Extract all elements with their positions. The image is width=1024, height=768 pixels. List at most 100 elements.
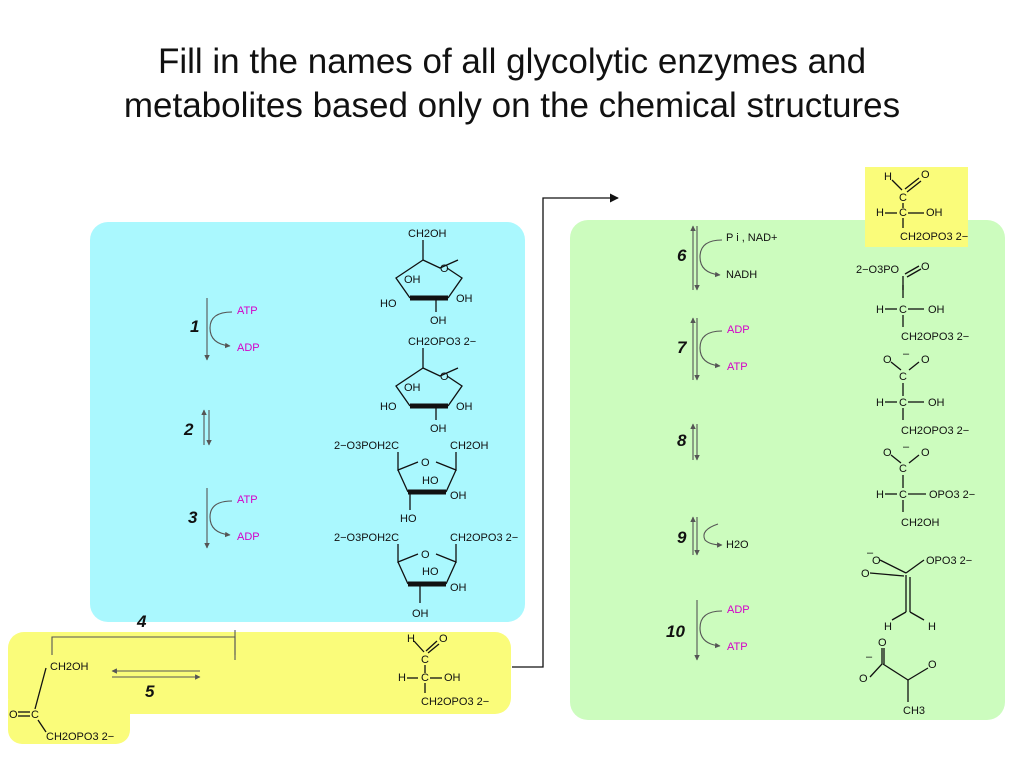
svg-text:CH2OPO3 2−: CH2OPO3 2− — [901, 425, 969, 437]
svg-text:O: O — [872, 555, 881, 567]
svg-text:OH: OH — [444, 672, 461, 684]
svg-text:–: – — [903, 348, 910, 360]
svg-text:O: O — [9, 709, 18, 721]
step-10-arrow — [694, 600, 723, 661]
svg-text:O: O — [921, 447, 930, 459]
title-line-2: metabolites based only on the chemical s… — [123, 86, 901, 125]
molecule-dihydroxyacetone-phosphate: CH2OH O C CH2OPO3 2− — [9, 661, 114, 743]
svg-text:CH2OH: CH2OH — [450, 440, 489, 452]
h2o-label: H2O — [726, 539, 749, 551]
svg-text:CH2OPO3 2−: CH2OPO3 2− — [901, 331, 969, 343]
flow-connector-arrow — [512, 193, 619, 668]
svg-text:O: O — [921, 169, 930, 181]
svg-text:H: H — [398, 672, 406, 684]
svg-text:O: O — [440, 371, 449, 383]
svg-text:–: – — [903, 441, 910, 453]
slide-title: Fill in the names of all glycolytic enzy… — [0, 40, 1024, 128]
svg-text:O: O — [859, 673, 868, 685]
step-number: 1 — [190, 317, 199, 336]
svg-text:CH2OH: CH2OH — [50, 661, 89, 673]
molecule-fructose-6-phosphate: 2−O3POH2C CH2OH O HO OH HO — [334, 440, 489, 525]
svg-text:OPO3 2−: OPO3 2− — [926, 555, 972, 567]
svg-text:C: C — [899, 397, 907, 409]
dhap-panel — [8, 700, 130, 744]
adp-label: ADP — [237, 342, 260, 354]
svg-text:H: H — [876, 489, 884, 501]
title-line-1: Fill in the names of all glycolytic enzy… — [157, 42, 867, 81]
svg-text:H: H — [884, 621, 892, 633]
svg-text:HO: HO — [400, 513, 417, 525]
atp-label: ATP — [237, 494, 258, 506]
step-number: 7 — [677, 338, 688, 357]
molecule-3-phosphoglycerate: O – O C H C OH CH2OPO3 2− — [876, 348, 969, 437]
svg-text:C: C — [899, 371, 907, 383]
svg-text:CH2OPO3 2−: CH2OPO3 2− — [900, 231, 968, 243]
molecule-gap-inset: H O C H C OH CH2OPO3 2− — [876, 169, 968, 243]
svg-text:OH: OH — [456, 401, 473, 413]
svg-text:H: H — [407, 633, 415, 645]
svg-text:O: O — [883, 447, 892, 459]
svg-text:HO: HO — [380, 401, 397, 413]
svg-text:C: C — [421, 654, 429, 666]
step-4-bracket — [51, 630, 236, 660]
svg-text:O: O — [421, 457, 430, 469]
svg-text:OH: OH — [450, 582, 467, 594]
svg-text:C: C — [899, 207, 907, 219]
svg-text:–: – — [866, 651, 873, 663]
svg-text:C: C — [899, 489, 907, 501]
molecule-fructose-1-6-bisphosphate: 2−O3POH2C CH2OPO3 2− O HO OH OH — [334, 532, 518, 620]
svg-text:OPO3 2−: OPO3 2− — [929, 489, 975, 501]
hexose-phase-panel — [90, 222, 525, 622]
svg-text:H: H — [876, 207, 884, 219]
molecule-glyceraldehyde-3-phosphate: H O C H C OH CH2OPO3 2− — [398, 633, 489, 708]
step-5-arrow — [111, 668, 201, 680]
step-number: 6 — [677, 246, 687, 265]
step-number: 10 — [666, 622, 685, 641]
molecule-glucose: CH2OH O OH HO OH OH — [380, 228, 473, 327]
svg-text:OH: OH — [928, 397, 945, 409]
step-8-arrow — [690, 423, 700, 461]
svg-text:O: O — [440, 263, 449, 275]
svg-text:OH: OH — [430, 315, 447, 327]
step-3-arrow — [204, 488, 233, 549]
svg-text:CH2OPO3 2−: CH2OPO3 2− — [450, 532, 518, 544]
svg-text:CH2OH: CH2OH — [408, 228, 447, 240]
molecule-glucose-6-phosphate: CH2OPO3 2− O OH HO OH OH — [380, 336, 476, 435]
svg-text:C: C — [31, 709, 39, 721]
molecule-phosphoenolpyruvate: – O O OPO3 2− H H — [861, 547, 972, 633]
nadh-label: NADH — [726, 269, 757, 281]
svg-text:O: O — [421, 549, 430, 561]
svg-text:O: O — [861, 568, 870, 580]
svg-text:O: O — [439, 633, 448, 645]
svg-text:OH: OH — [404, 382, 421, 394]
molecule-1-3-bisphosphoglycerate: 2−O3PO O H C OH CH2OPO3 2− — [856, 261, 969, 343]
step-number: 8 — [677, 431, 687, 450]
svg-text:OH: OH — [456, 293, 473, 305]
atp-label: ATP — [237, 305, 258, 317]
svg-text:C: C — [899, 304, 907, 316]
svg-text:CH3: CH3 — [903, 705, 925, 717]
step-6-arrow — [690, 225, 723, 291]
step-number: 4 — [136, 612, 147, 631]
svg-text:2−O3PO: 2−O3PO — [856, 264, 900, 276]
step-number: 9 — [677, 528, 687, 547]
svg-text:HO: HO — [422, 566, 439, 578]
atp-label: ATP — [727, 361, 748, 373]
svg-text:C: C — [899, 192, 907, 204]
svg-text:CH2OPO3 2−: CH2OPO3 2− — [408, 336, 476, 348]
svg-text:O: O — [928, 659, 937, 671]
svg-text:CH2OPO3 2−: CH2OPO3 2− — [46, 731, 114, 743]
svg-text:–: – — [867, 547, 874, 559]
atp-label: ATP — [727, 641, 748, 653]
svg-text:H: H — [928, 621, 936, 633]
svg-text:O: O — [883, 354, 892, 366]
payoff-phase-panel — [570, 220, 1005, 720]
step-number: 5 — [145, 682, 155, 701]
molecule-2-phosphoglycerate: O – O C H C OPO3 2− CH2OH — [876, 441, 975, 529]
svg-text:H: H — [884, 171, 892, 183]
svg-text:C: C — [421, 672, 429, 684]
step-9-arrow — [690, 516, 723, 556]
svg-text:H: H — [876, 304, 884, 316]
svg-text:OH: OH — [926, 207, 943, 219]
